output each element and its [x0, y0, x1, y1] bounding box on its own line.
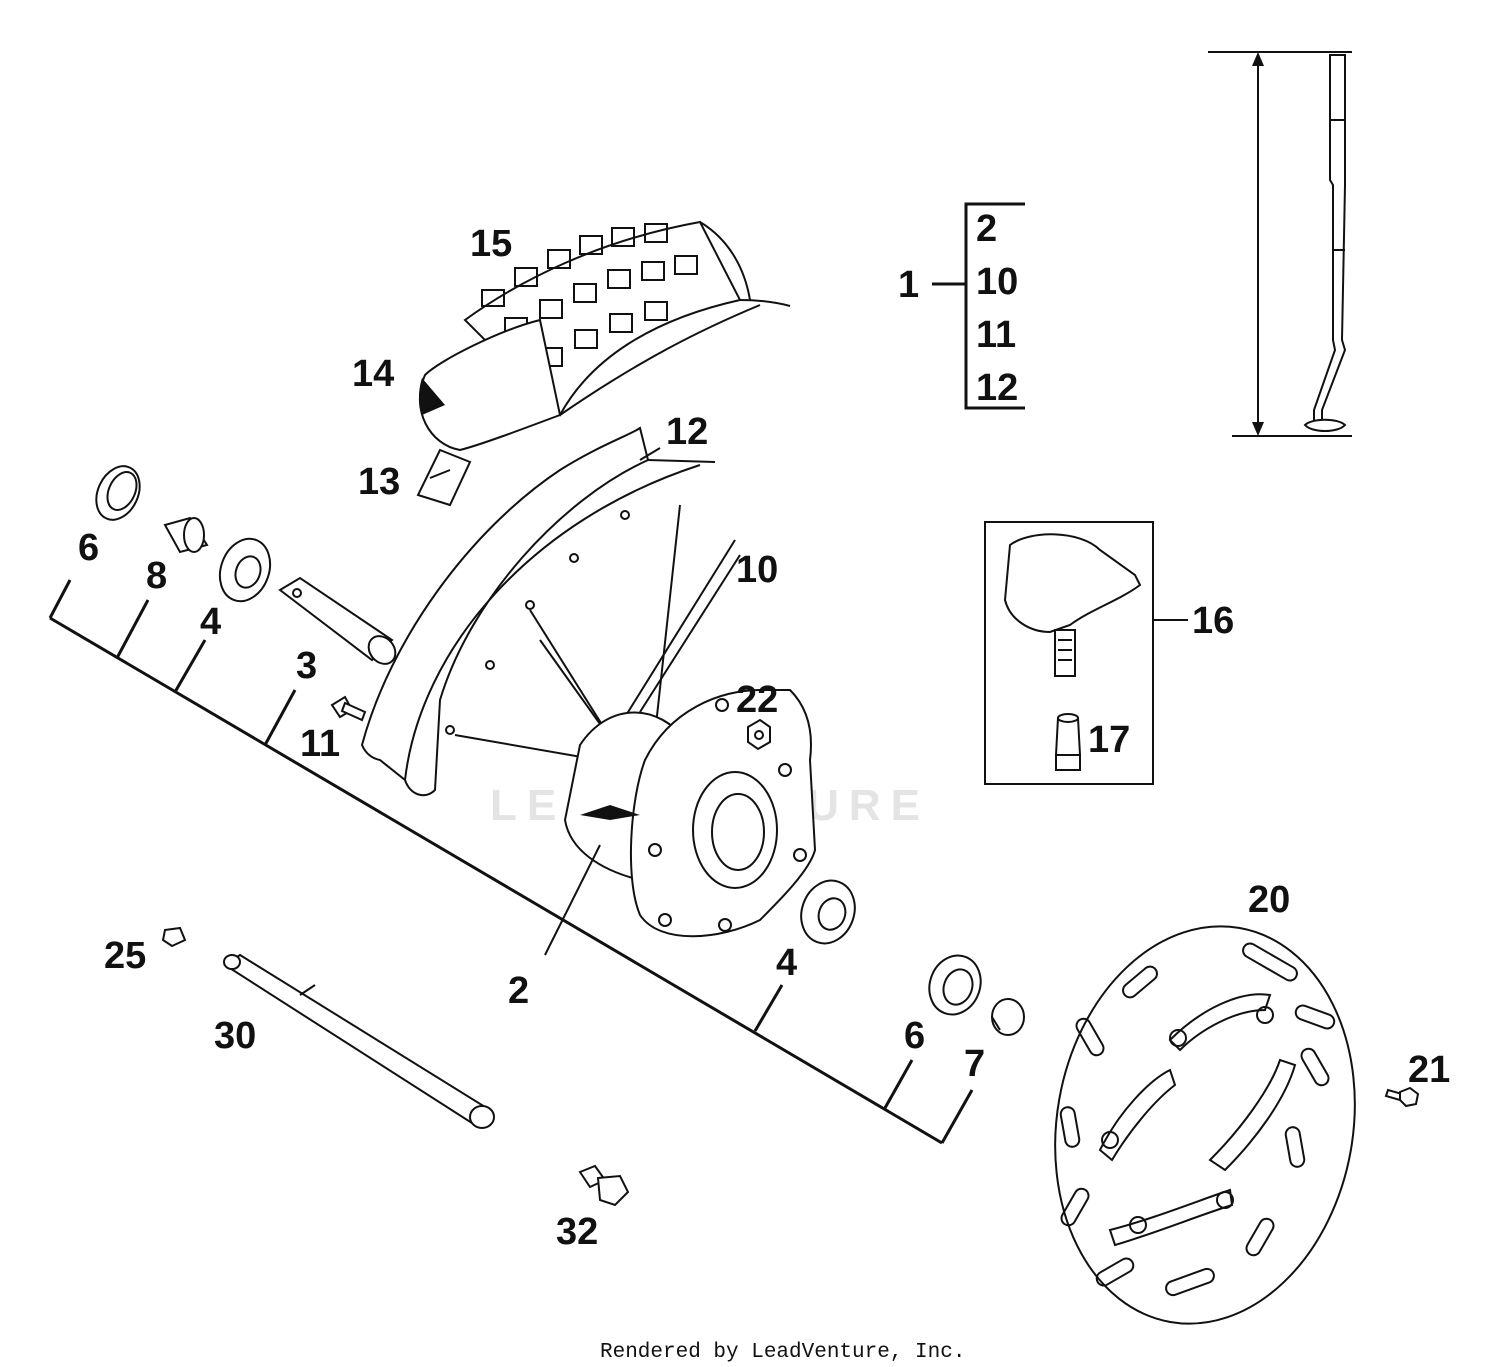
callout-20: 20 — [1248, 879, 1290, 921]
callout-17: 17 — [1088, 719, 1130, 761]
callout-6: 6 — [904, 1015, 925, 1057]
leader-lines — [429, 447, 661, 956]
bolt-32 — [578, 1164, 630, 1207]
rim-band — [416, 448, 472, 507]
callout-25: 25 — [104, 935, 146, 977]
spacer-tube-3 — [278, 576, 397, 665]
callout-15: 15 — [470, 223, 512, 265]
kit-item-label: 11 — [976, 314, 1016, 356]
callout-22: 22 — [736, 679, 778, 721]
seal-6-right — [928, 954, 982, 1016]
callout-12: 12 — [666, 411, 708, 453]
nut-25 — [161, 926, 187, 948]
callout-8: 8 — [146, 555, 167, 597]
callout-14: 14 — [352, 353, 394, 395]
spacer-7 — [991, 998, 1025, 1036]
reference-line — [48, 579, 974, 1145]
callout-4: 4 — [776, 942, 797, 984]
callout-10: 10 — [736, 549, 778, 591]
kit-item-label: 12 — [976, 367, 1018, 409]
callout-32: 32 — [556, 1211, 598, 1253]
bolt-21 — [1384, 1086, 1420, 1108]
kit-bracket: 1 2 10 11 12 — [898, 202, 1025, 410]
nut-22 — [747, 718, 771, 751]
callout-21: 21 — [1408, 1049, 1450, 1091]
seal-6-left — [95, 465, 141, 521]
rim — [360, 426, 716, 797]
bolt-11 — [330, 695, 367, 722]
callout-labels: 15 14 13 12 10 6 8 4 3 11 22 2 4 6 7 25 … — [78, 223, 1450, 1253]
callout-30: 30 — [214, 1015, 256, 1057]
spacer-8 — [163, 516, 209, 554]
kit-item-label: 10 — [976, 261, 1018, 303]
kit-parent-label: 1 — [898, 264, 919, 306]
valve-kit-box — [984, 521, 1188, 785]
callout-2: 2 — [508, 970, 529, 1012]
callout-16: 16 — [1192, 600, 1234, 642]
spoke-length-detail — [1208, 51, 1352, 437]
callout-4: 4 — [200, 601, 221, 643]
footer-credit: Rendered by LeadVenture, Inc. — [600, 1341, 965, 1364]
callout-13: 13 — [358, 461, 400, 503]
bearing-4-left — [218, 537, 272, 603]
axle-30 — [223, 953, 495, 1129]
callout-11: 11 — [300, 723, 340, 765]
brake-disc-20 — [1054, 925, 1356, 1325]
bearing-4-right — [800, 879, 856, 945]
callout-7: 7 — [964, 1043, 985, 1085]
inner-tube — [419, 318, 562, 452]
callout-6: 6 — [78, 527, 99, 569]
hub — [563, 689, 817, 938]
kit-item-label: 2 — [976, 208, 997, 250]
callout-3: 3 — [296, 645, 317, 687]
